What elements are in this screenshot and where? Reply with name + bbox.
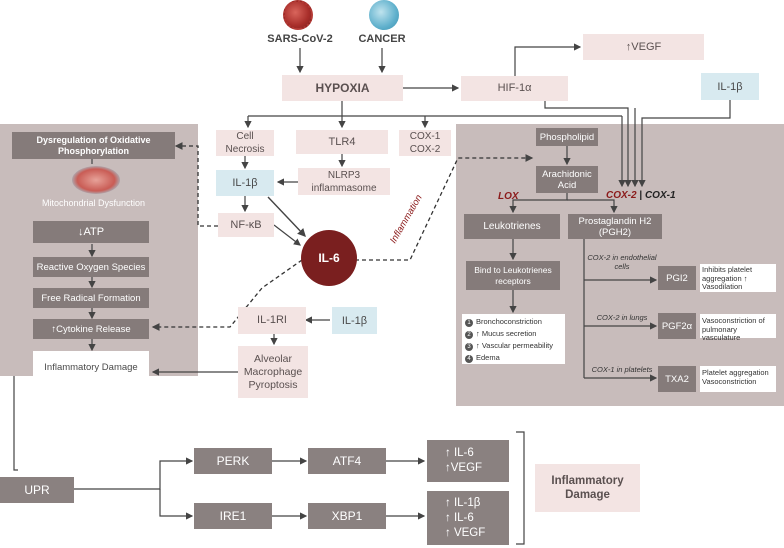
alveolar-box: Alveolar Macrophage Pyroptosis <box>238 346 308 398</box>
xbp1-box: XBP1 <box>308 503 386 529</box>
hypoxia-box: HYPOXIA <box>282 75 403 101</box>
effect-text: Bronchoconstriction <box>476 317 542 326</box>
ire1-box: IRE1 <box>194 503 272 529</box>
effect-item: 2↑ Mucus secretion <box>465 329 562 339</box>
effect-text: ↑ Vascular permeability <box>476 341 553 350</box>
atf4-out-il6: ↑ IL-6 <box>445 447 474 459</box>
upr-box: UPR <box>0 477 74 503</box>
effect-text: ↑ Mucus secretion <box>476 329 537 338</box>
cancer-label: CANCER <box>358 33 406 45</box>
hif-box: HIF-1α <box>461 76 568 101</box>
txa2-desc: Platelet aggregation Vasoconstriction <box>700 366 776 392</box>
inflammatory-damage-bottom: Inflammatory Damage <box>535 464 640 512</box>
arachidonic-box: Arachidonic Acid <box>536 166 598 193</box>
mito-label: Mitochondrial Dysfunction <box>41 198 146 208</box>
virus-icon <box>283 0 313 30</box>
mitochondria-icon <box>72 166 120 194</box>
pgi2-desc: Inhibits platelet aggregation ↑ Vasodila… <box>700 264 776 292</box>
il1ri-box: IL-1RI <box>238 307 306 334</box>
il1b-box: IL-1β <box>216 170 274 196</box>
pgh2-box: Prostaglandin H2 (PGH2) <box>568 214 662 239</box>
il1b-right-box: IL-1β <box>701 73 759 100</box>
cox-sep: | <box>639 190 643 201</box>
perk-box: PERK <box>194 448 272 474</box>
cell-necrosis-box: Cell Necrosis <box>216 130 274 156</box>
pgf2a-desc: Vasoconstriction of pulmonary vasculatur… <box>700 314 776 342</box>
nfkb-box: NF-κB <box>218 213 274 237</box>
pgi2-box: PGI2 <box>658 266 696 290</box>
cox12-box: COX-1 COX-2 <box>399 130 451 156</box>
atf4-out-vegf: ↑VEGF <box>445 462 483 474</box>
cox1-plate-label: COX-1 in platelets <box>591 365 653 374</box>
ros-box: Reactive Oxygen Species <box>33 257 149 277</box>
il6-label: IL-6 <box>318 251 340 265</box>
free-radical-box: Free Radical Formation <box>33 288 149 308</box>
il1b-lower-box: IL-1β <box>332 307 377 334</box>
xbp1-out-vegf: ↑ VEGF <box>445 526 486 539</box>
dysregulation-box: Dysregulation of Oxidative Phosphorylati… <box>12 132 175 159</box>
il6-circle: IL-6 <box>301 230 357 286</box>
cox2-lungs-label: COX-2 in lungs <box>596 313 648 322</box>
xbp1-out-il6: ↑ IL-6 <box>445 511 474 524</box>
cox2-endo-label: COX-2 in endothelial cells <box>587 253 657 271</box>
cox-labels: COX-2 | COX-1 <box>606 190 676 201</box>
txa2-box: TXA2 <box>658 366 696 392</box>
cox2-label: COX-2 <box>606 190 637 201</box>
sars-label: SARS-CoV-2 <box>267 33 333 45</box>
effect-item: 3↑ Vascular permeability <box>465 341 562 351</box>
effect-num: 1 <box>465 319 473 327</box>
inflammatory-damage-left: Inflammatory Damage <box>33 351 149 385</box>
leukotrienes-box: Leukotrienes <box>464 214 560 239</box>
phospholipid-box: Phospholipid <box>536 128 598 146</box>
lox-label: LOX <box>498 191 519 202</box>
effect-num: 4 <box>465 355 473 363</box>
effect-text: Edema <box>476 353 500 362</box>
xbp1-out-box: ↑ IL-1β ↑ IL-6 ↑ VEGF <box>427 491 509 545</box>
effect-num: 3 <box>465 343 473 351</box>
atp-box: ↓ATP <box>33 221 149 243</box>
xbp1-out-il1b: ↑ IL-1β <box>445 496 481 509</box>
cox1-label: COX-1 <box>644 190 676 201</box>
bind-box: Bind to Leukotrienes receptors <box>466 261 560 290</box>
cytokine-box: ↑Cytokine Release <box>33 319 149 339</box>
vegf-top-box: ↑VEGF <box>583 34 704 60</box>
pgf2a-box: PGF2α <box>658 313 696 339</box>
nlrp3-box: NLRP3 inflammasome <box>298 168 390 195</box>
atf4-box: ATF4 <box>308 448 386 474</box>
tlr4-box: TLR4 <box>296 130 388 154</box>
effect-num: 2 <box>465 331 473 339</box>
cancer-cell-icon <box>369 0 399 30</box>
atf4-out-box: ↑ IL-6 ↑VEGF <box>427 440 509 482</box>
